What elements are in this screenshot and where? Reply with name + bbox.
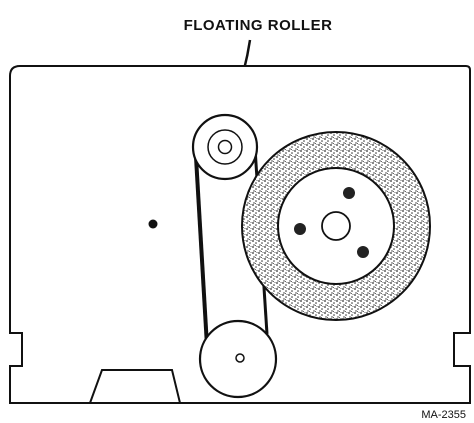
- floating-roller-label: FLOATING ROLLER: [184, 17, 333, 34]
- wheel-bolt: [357, 246, 369, 258]
- wheel-bolt: [294, 223, 306, 235]
- base-foot: [89, 369, 181, 404]
- wheel-bolt: [343, 187, 355, 199]
- floating-roller: [191, 113, 259, 181]
- mounting-hole: [148, 219, 158, 229]
- lower-pulley: [198, 319, 278, 399]
- wheel-center-hole: [321, 211, 351, 241]
- figure-number: MA-2355: [421, 409, 466, 421]
- drive-wheel: [241, 131, 431, 321]
